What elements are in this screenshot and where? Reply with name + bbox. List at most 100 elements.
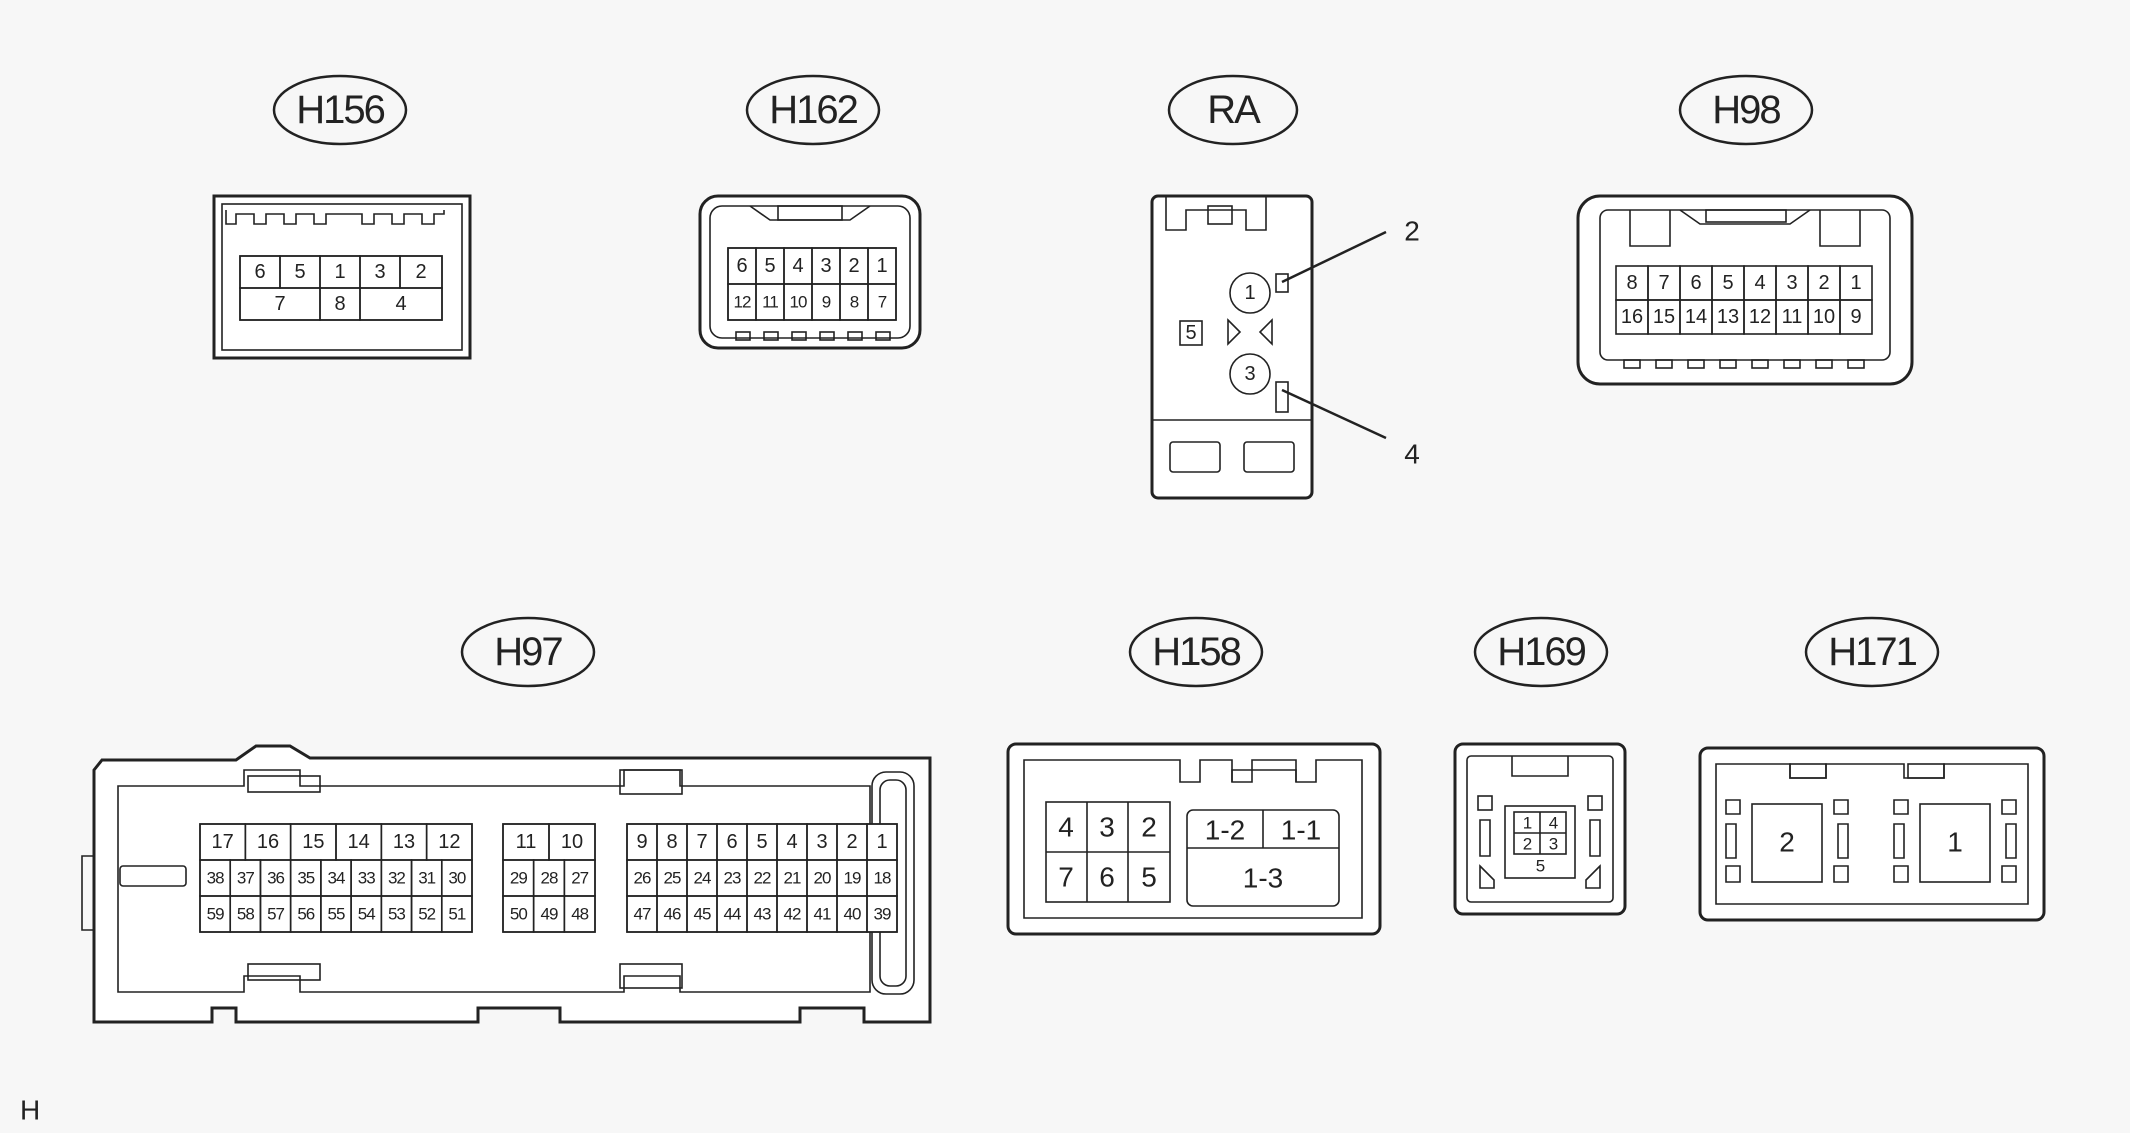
pin: 7: [878, 293, 887, 312]
pin: 5: [1185, 322, 1196, 344]
pin: 12: [734, 293, 751, 312]
pin: 33: [358, 869, 375, 888]
pin: 40: [844, 905, 861, 924]
guide-rib: [1629, 210, 1671, 247]
pin: 2: [1523, 835, 1532, 854]
pin: 2: [1141, 812, 1157, 843]
pin: 3: [1549, 835, 1558, 854]
pin-cell: [563, 895, 596, 933]
pin: 11: [516, 831, 537, 853]
side-guides-left: [1725, 799, 1849, 883]
pin: 32: [388, 869, 405, 888]
corner-guide: [1479, 864, 1601, 889]
connector-label: RA: [1207, 88, 1261, 132]
connector-label: H156: [296, 88, 384, 132]
pin: 24: [694, 869, 711, 888]
latch-tab: [1705, 209, 1787, 223]
connector-label-oval: [272, 74, 408, 146]
pin: 4: [786, 831, 797, 853]
pin-grid: 4 3 2 7 6 5: [1046, 802, 1170, 902]
pin: 21: [784, 869, 801, 888]
pin: 4: [1549, 814, 1558, 833]
rib: [1783, 359, 1801, 369]
pin: 28: [541, 869, 558, 888]
connector-housing: [1150, 194, 1314, 500]
pin: 17: [212, 831, 234, 853]
pin: 1: [876, 255, 887, 277]
housing-inner: [1023, 759, 1363, 919]
pin: 41: [814, 905, 831, 924]
pin-cell: [867, 283, 897, 321]
pin: 3: [1786, 272, 1797, 294]
corner-mark: H: [20, 1095, 40, 1126]
pin: 6: [736, 255, 747, 277]
rib: [1847, 359, 1865, 369]
pin: 42: [784, 905, 801, 924]
pin: 4: [792, 255, 803, 277]
pin: 56: [297, 905, 314, 924]
pin: 6: [726, 831, 737, 853]
pin: 14: [1685, 306, 1707, 328]
connector-label: H171: [1828, 630, 1916, 674]
pin: 53: [388, 905, 405, 924]
side-guide: [1479, 819, 1601, 857]
rib: [1815, 359, 1833, 369]
connector-label-oval: [1678, 74, 1814, 146]
housing-inner: [221, 203, 463, 351]
pin-circle: [1229, 353, 1271, 395]
foot-slot: [1169, 441, 1221, 473]
shorting-contact-right: [1258, 318, 1273, 346]
pin: 16: [257, 831, 279, 853]
connector-label-oval: [1167, 74, 1299, 146]
pin: 13: [1717, 306, 1739, 328]
pin: 11: [1782, 306, 1803, 328]
side-guides-right: [1893, 799, 2017, 883]
latch-tab: [1789, 763, 1827, 779]
pin: 5: [764, 255, 775, 277]
pin: 31: [418, 869, 435, 888]
pin: 39: [874, 905, 891, 924]
key-rib: [119, 865, 187, 887]
pin: 30: [448, 869, 465, 888]
pin: 7: [1658, 272, 1669, 294]
pin: 2: [1818, 272, 1829, 294]
pin: 1-3: [1243, 863, 1283, 894]
connector-h156: H156 6 5 1 3 2 7 8 4: [212, 74, 472, 360]
terminal-tab: [1275, 273, 1289, 293]
pin: 20: [814, 869, 831, 888]
latch: [1165, 196, 1267, 231]
pin: 55: [328, 905, 345, 924]
pin: 1: [1523, 814, 1532, 833]
latch: [1231, 769, 1297, 782]
latch-teeth: [225, 210, 445, 225]
pin: 3: [1244, 363, 1255, 385]
pin: 4: [1058, 812, 1074, 843]
pin-cell: [440, 895, 473, 933]
pin: 22: [754, 869, 771, 888]
pin: 35: [297, 869, 314, 888]
pin: 3: [820, 255, 831, 277]
connector-h171: H171 2 1: [1698, 616, 2046, 922]
pin: 5: [1141, 862, 1157, 893]
pin: 4: [395, 293, 406, 315]
pin: 51: [448, 905, 465, 924]
pin: 8: [850, 293, 859, 312]
pin-block-3: [626, 823, 898, 933]
connector-ra: RA 1 3 5 2 4: [1150, 74, 1420, 500]
latch-tab: [777, 205, 843, 221]
pin: 3: [816, 831, 827, 853]
terminal-tab: [1275, 381, 1289, 413]
connector-label: H169: [1497, 630, 1585, 674]
pin: 10: [1813, 306, 1835, 328]
pin: 8: [1626, 272, 1637, 294]
pin: 3: [1099, 812, 1115, 843]
callout-number: 2: [1404, 216, 1420, 247]
latch: [1511, 756, 1569, 777]
connector-label-oval: [1804, 616, 1940, 688]
pin: 7: [1058, 862, 1074, 893]
connector-h169: H169 1 4 2 3 5: [1453, 616, 1627, 916]
